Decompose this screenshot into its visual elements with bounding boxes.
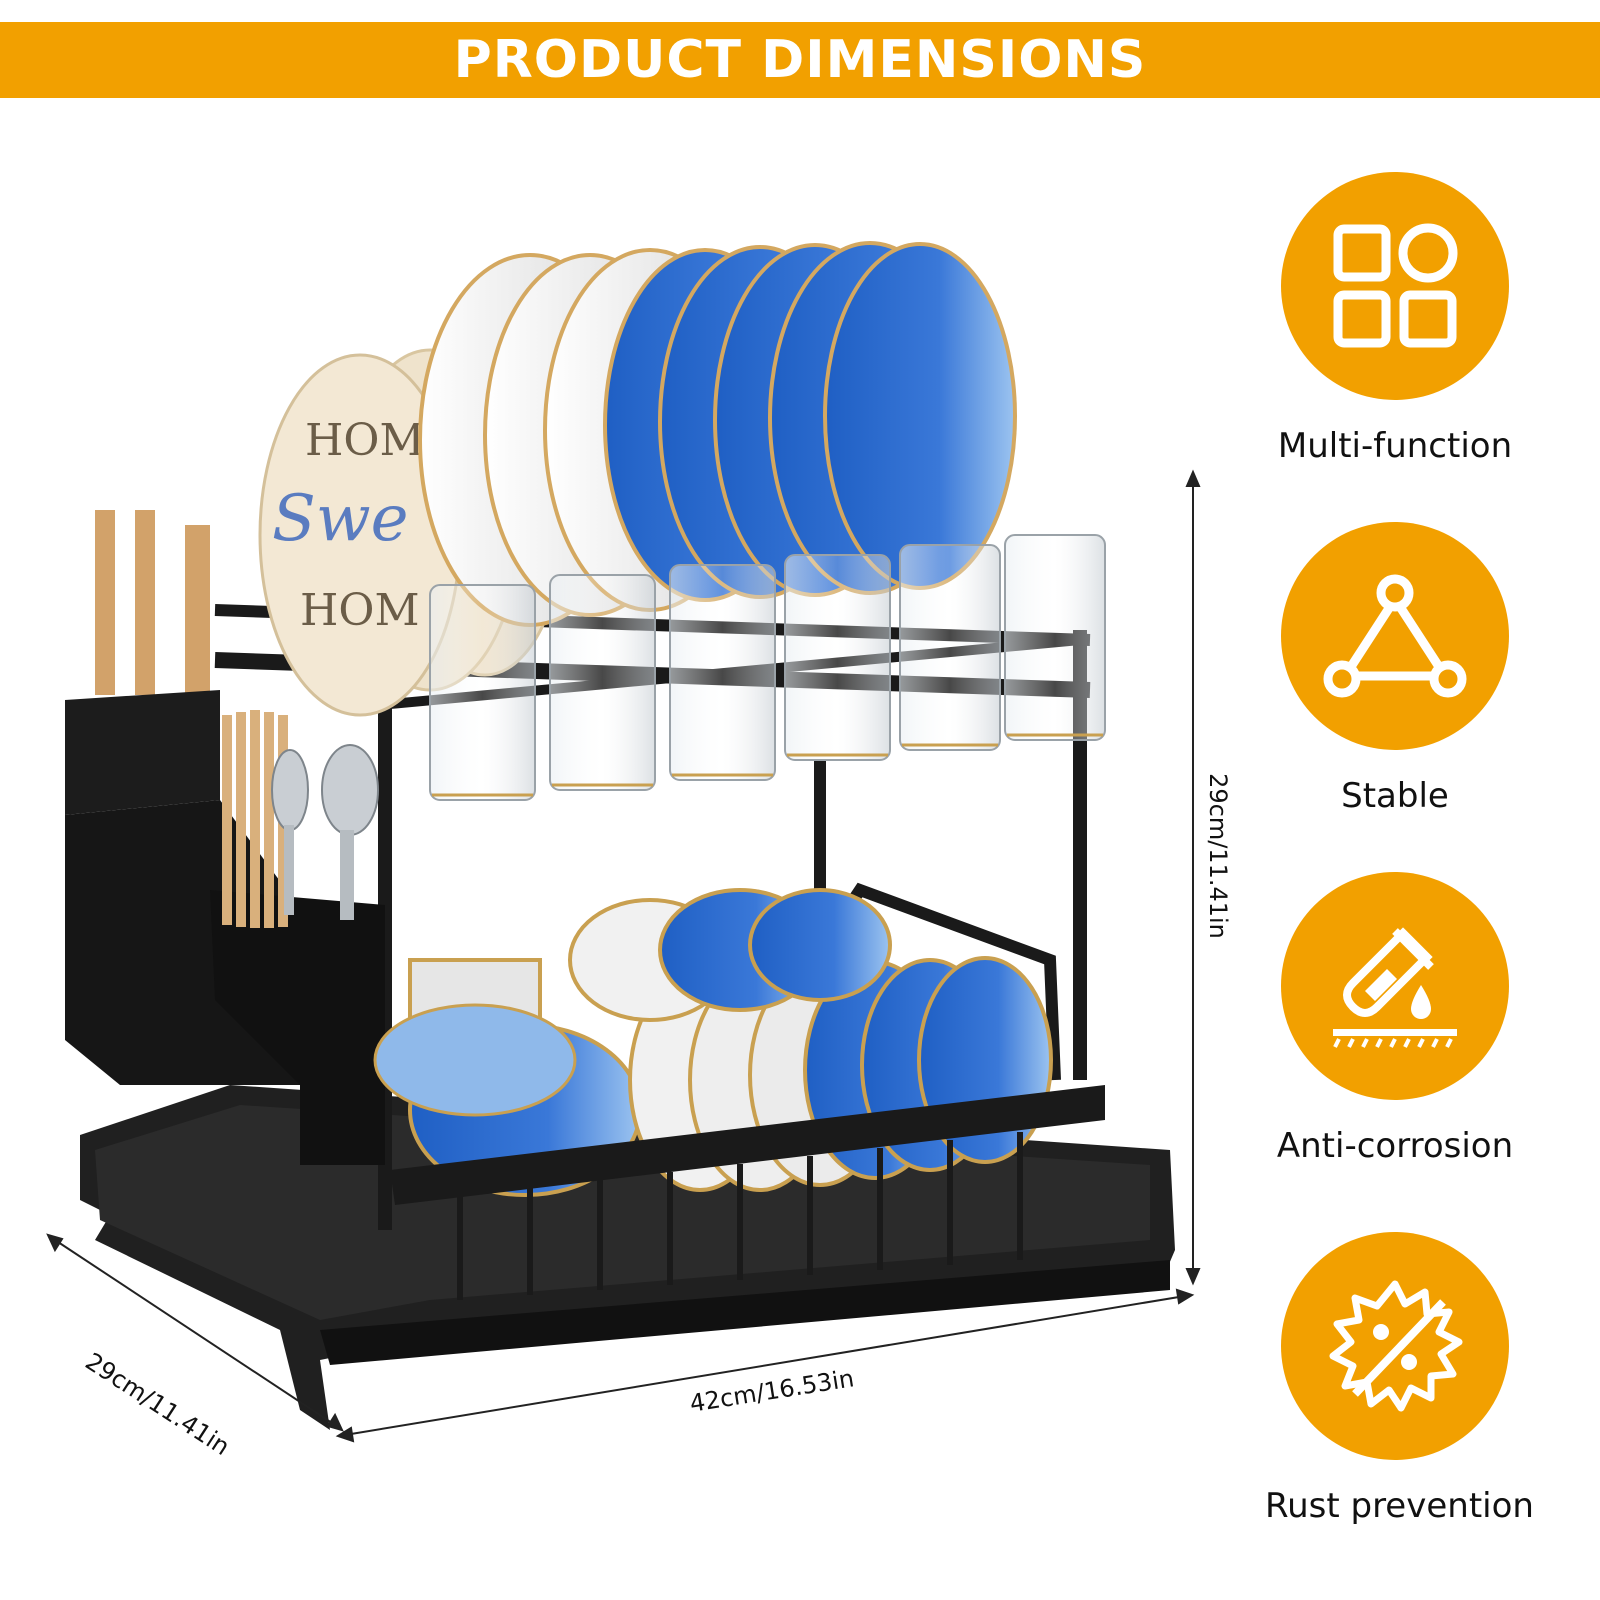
test-tube-drop-icon [1333,927,1457,1048]
feature-stable: Stable [1265,522,1525,816]
feature-icon-circle [1281,872,1509,1100]
blue-plates [603,241,1017,602]
triangle-nodes-icon [1323,574,1467,698]
lower-rack [390,1085,1105,1300]
height-dimension-label: 29cm/11.41in [1203,773,1232,939]
feature-multi-function: Multi-function [1265,172,1525,466]
feature-label: Anti-corrosion [1276,1126,1514,1166]
plate-text-3: HOM [300,585,420,636]
feature-label: Multi-function [1277,426,1513,466]
feature-rust-prevention: Rust prevention [1265,1232,1534,1526]
feature-icon-circle [1281,1232,1509,1460]
plate-text-1: HOM [305,415,425,466]
no-rust-gear-icon [1329,1280,1463,1412]
glasses-row [429,534,1106,801]
utensil-holder [65,510,385,1165]
dimension-lines [46,469,1201,1443]
feature-label: Rust prevention [1265,1486,1534,1526]
feature-icon-circle [1281,522,1509,750]
feature-anti-corrosion: Anti-corrosion [1265,872,1525,1166]
feature-icon-circle [1281,172,1509,400]
feature-label: Stable [1341,776,1449,816]
header-banner: PRODUCT DIMENSIONS [0,22,1600,98]
grid-shapes-icon [1333,223,1458,348]
dish-rack-illustration: HOM Swe HOM [46,241,1201,1443]
plate-text-2: Swe [272,482,409,556]
page-title: PRODUCT DIMENSIONS [453,30,1147,90]
